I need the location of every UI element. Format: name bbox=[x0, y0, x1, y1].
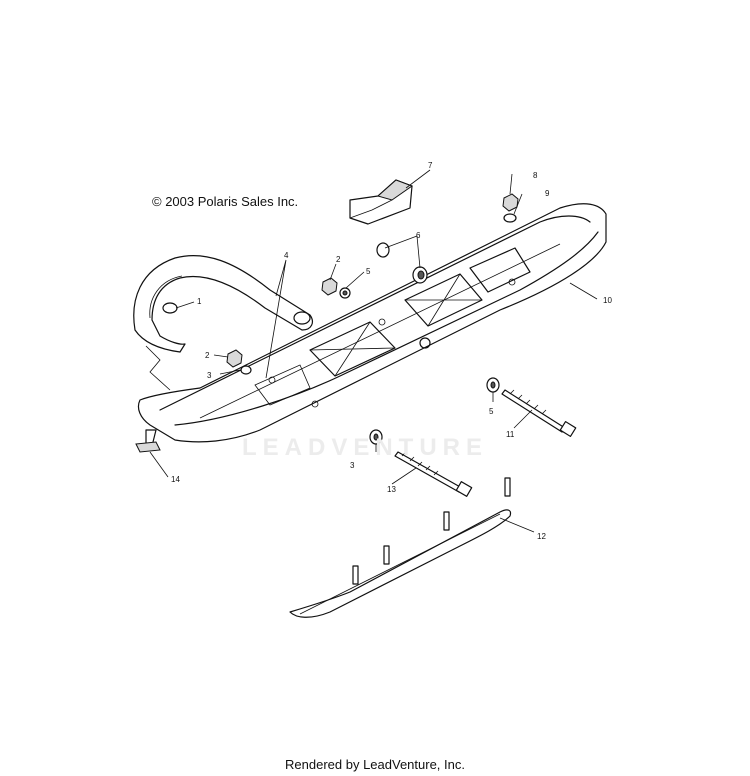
callout-11: 11 bbox=[506, 430, 515, 439]
ski-saddle bbox=[349, 179, 414, 225]
callout-6: 6 bbox=[416, 231, 421, 240]
copyright-notice: © 2003 Polaris Sales Inc. bbox=[152, 194, 299, 209]
callout-4: 4 bbox=[284, 251, 289, 260]
bushings bbox=[376, 242, 428, 284]
callout-3: 3 bbox=[207, 371, 212, 380]
ski-screw bbox=[135, 429, 161, 453]
bolts bbox=[394, 389, 577, 497]
callout-2: 2 bbox=[336, 255, 341, 264]
callout-2: 2 bbox=[205, 351, 210, 360]
callout-5: 5 bbox=[489, 407, 494, 416]
callout-7: 7 bbox=[428, 161, 433, 170]
callout-9: 9 bbox=[545, 189, 550, 198]
callout-3: 3 bbox=[350, 461, 355, 470]
callout-14: 14 bbox=[171, 475, 180, 484]
callout-13: 13 bbox=[387, 485, 396, 494]
callout-5: 5 bbox=[366, 267, 371, 276]
wear-bar bbox=[289, 477, 512, 618]
ski-handle bbox=[133, 254, 313, 353]
fasteners bbox=[226, 193, 519, 445]
callout-8: 8 bbox=[533, 171, 538, 180]
callout-10: 10 bbox=[603, 296, 612, 305]
leader-lines bbox=[145, 169, 598, 533]
callout-1: 1 bbox=[197, 297, 202, 306]
watermark-text: LEADVENTURE bbox=[242, 434, 489, 461]
ski-body bbox=[137, 203, 607, 443]
footer-credit: Rendered by LeadVenture, Inc. bbox=[285, 757, 465, 772]
callout-12: 12 bbox=[537, 532, 546, 541]
callout-labels: 1 2 2 3 3 4 5 5 6 7 8 9 10 11 12 13 14 bbox=[171, 161, 612, 541]
